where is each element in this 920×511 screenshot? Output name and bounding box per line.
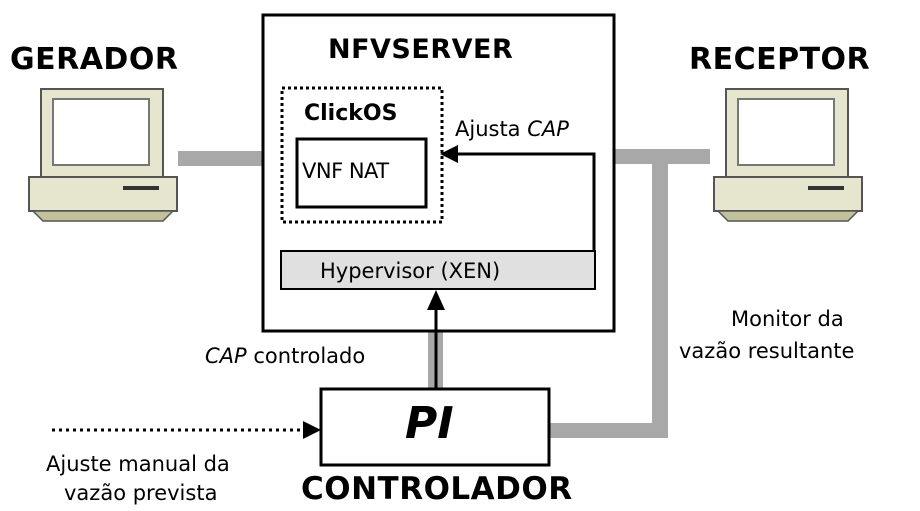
- adjust-cap-arrowhead: [440, 145, 458, 163]
- manual-adjust-arrowhead: [303, 421, 321, 439]
- adjust-cap-path: [452, 152, 596, 251]
- link-generator-server: [178, 151, 264, 166]
- hypervisor-box: [280, 250, 596, 290]
- adjust-cap-label: Ajusta CAP: [455, 117, 569, 141]
- cap-controlled-label: CAP controlado: [205, 344, 365, 368]
- network-links: [178, 149, 710, 438]
- link-monitor-horizontal: [550, 423, 668, 438]
- generator-computer-icon: [28, 88, 178, 222]
- monitor-label-line2: vazão resultante: [679, 339, 855, 363]
- pi-label: PI: [405, 398, 454, 449]
- adjust-cap-term: CAP: [527, 117, 569, 141]
- cap-controlled-term: CAP: [205, 344, 247, 368]
- controller-label: CONTROLADOR: [301, 471, 573, 507]
- link-server-receiver: [614, 149, 710, 164]
- cap-controlled-suffix: controlado: [253, 344, 366, 368]
- link-monitor-vertical: [652, 158, 668, 438]
- generator-label: GERADOR: [10, 42, 179, 77]
- manual-adjust-label-line2: vazão prevista: [64, 481, 218, 505]
- cap-control-arrowhead: [427, 290, 445, 310]
- receiver-computer-icon: [713, 88, 863, 222]
- controller-box: [319, 387, 551, 467]
- clickos-label: ClickOS: [304, 101, 398, 126]
- vnf-nat-box: [295, 137, 428, 209]
- hypervisor-label: Hypervisor (XEN): [320, 259, 501, 283]
- nfvserver-label: NFVSERVER: [328, 34, 514, 65]
- clickos-box: [280, 86, 444, 224]
- receiver-label: RECEPTOR: [689, 42, 871, 77]
- monitor-label-line1: Monitor da: [731, 307, 844, 331]
- manual-adjust-label-line1: Ajuste manual da: [46, 452, 230, 476]
- adjust-cap-verb: Ajusta: [455, 117, 521, 141]
- vnf-nat-label: VNF NAT: [302, 159, 389, 183]
